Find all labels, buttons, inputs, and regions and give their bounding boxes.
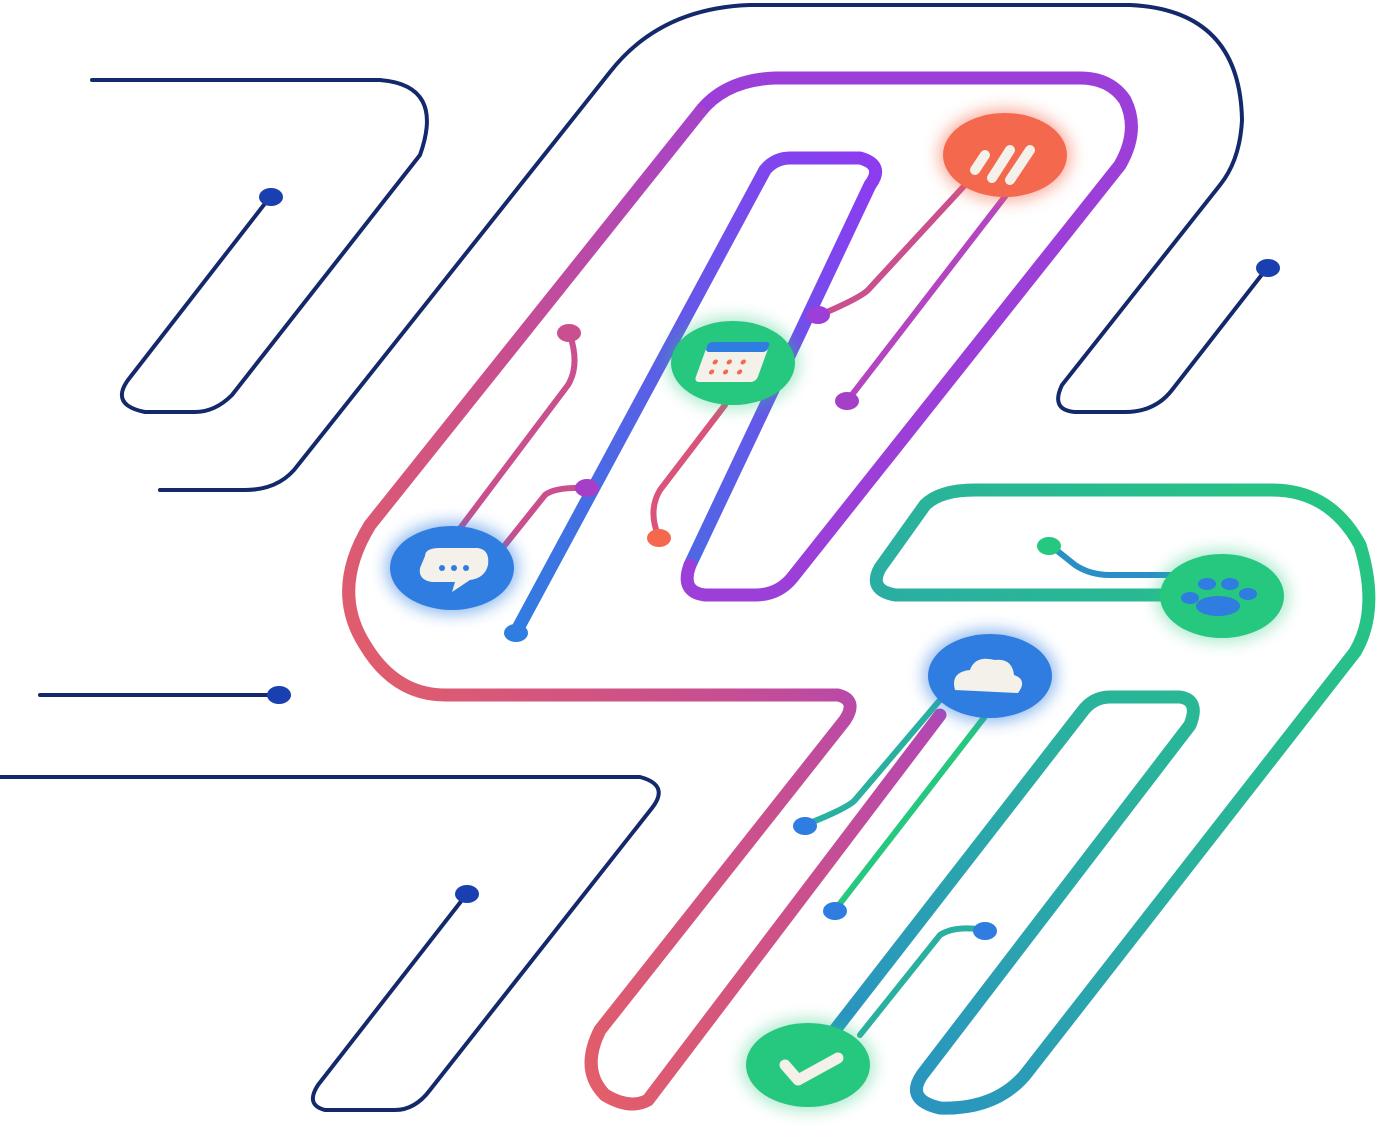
navy-dot (455, 885, 479, 903)
branch-dot (973, 922, 997, 940)
branch-line (1047, 542, 1183, 578)
paw-badge (1156, 550, 1288, 642)
branch-line (832, 707, 993, 913)
check-badge (742, 1019, 874, 1111)
chat-badge (386, 522, 518, 614)
branch-dot (504, 624, 528, 642)
calendar-icon (695, 342, 770, 382)
navy-dot (1256, 259, 1280, 277)
branch-dot (647, 529, 671, 547)
navy-line-4 (0, 775, 661, 1112)
branch-dot (575, 479, 599, 497)
branch-dot (793, 817, 817, 835)
bar-chart-icon (970, 145, 1035, 185)
navy-line-1 (90, 78, 429, 414)
branch-line (452, 332, 578, 538)
calendar-badge (667, 317, 799, 409)
path-orange-pink (342, 105, 947, 1111)
navy-dot (267, 686, 291, 704)
cloud-badge (924, 630, 1056, 722)
path-teal-green (828, 483, 1376, 1115)
paw-icon (1181, 578, 1257, 616)
path-purple-hairpin (680, 71, 1138, 602)
cloud-icon (954, 658, 1023, 693)
branch-line (845, 187, 1013, 403)
branch-dot (1037, 537, 1061, 555)
path-blue-purple (509, 151, 883, 639)
branch-dot (835, 392, 859, 410)
navy-line-2 (158, 3, 1269, 492)
branch-dot (557, 324, 581, 342)
navy-dot (259, 188, 283, 206)
chat-bubble-icon (419, 548, 489, 592)
bar-chart-badge (939, 109, 1071, 201)
branch-dot (806, 306, 830, 324)
branch-dot (823, 902, 847, 920)
checkmark-icon (779, 1052, 844, 1086)
